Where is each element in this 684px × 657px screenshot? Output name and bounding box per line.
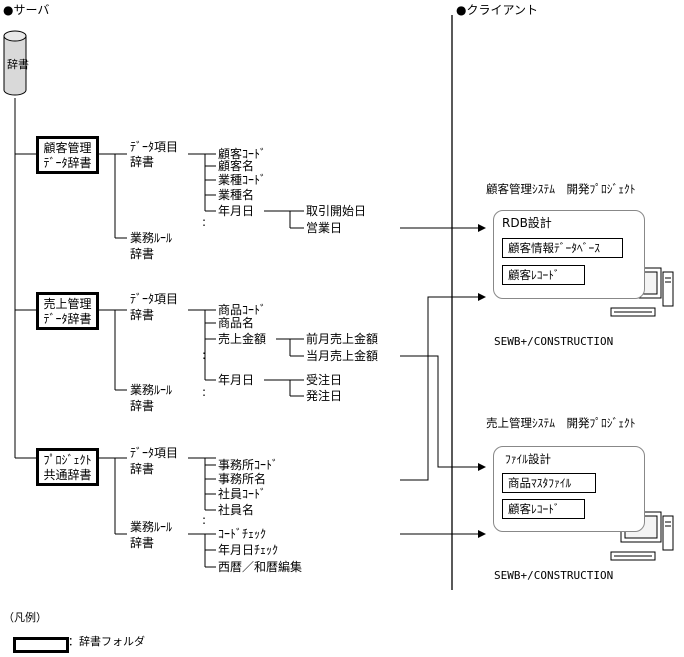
data-item: 業種ｺｰﾄﾞ [218,173,267,187]
data-item: 事務所名 [218,472,267,486]
data-item: 事務所ｺｰﾄﾞ [218,458,279,472]
data-item: 業種名 [218,188,255,202]
data-item: 顧客ｺｰﾄﾞ [218,147,267,161]
folder-label: ﾌﾟﾛｼﾞｪｸﾄ [43,453,92,467]
sub-item: 取引開始日 [306,204,367,218]
ellipsis: : [202,215,207,229]
ellipsis: : [202,513,207,527]
tool-label: SEWB+/CONSTRUCTION [494,569,614,582]
design-item-box[interactable]: 商品ﾏｽﾀﾌｧｲﾙ [502,473,596,493]
data-item: 社員ｺｰﾄﾞ [218,487,267,501]
business-rule-dictionary-label: 業務ﾙｰﾙ [130,383,173,397]
folder-label: 売上管理 [43,297,92,311]
data-item: 社員名 [218,503,255,517]
tool-label: SEWB+/CONSTRUCTION [494,335,614,348]
design-item-box[interactable]: 顧客ﾚｺｰﾄﾞ [502,499,585,519]
sub-item: 受注日 [306,373,343,387]
project-title: 顧客管理ｼｽﾃﾑ 開発ﾌﾟﾛｼﾞｪｸﾄ [486,182,636,196]
database-label: 辞書 [7,58,29,71]
dictionary-folder[interactable]: 売上管理 ﾃﾞｰﾀ辞書 [36,292,99,330]
data-item-dictionary-label: ﾃﾞｰﾀ項目 [130,292,179,306]
dictionary-folder[interactable]: ﾌﾟﾛｼﾞｪｸﾄ 共通辞書 [36,448,99,486]
data-item: 商品ｺｰﾄﾞ [218,303,267,317]
data-item: 顧客名 [218,159,255,173]
business-rule-dictionary-label: 業務ﾙｰﾙ [130,520,173,534]
folder-label: 共通辞書 [43,468,92,482]
data-item-dictionary-label: ﾃﾞｰﾀ項目 [130,140,179,154]
data-item: 年月日 [218,204,255,218]
design-item-box[interactable]: 顧客情報ﾃﾞｰﾀﾍﾞｰｽ [502,238,623,258]
design-title: ﾌｧｲﾙ設計 [505,452,551,466]
client-heading: ●クライアント [456,3,538,17]
server-heading: ●サーバ [3,3,50,17]
business-rule-dictionary-label: 業務ﾙｰﾙ [130,231,173,245]
ellipsis: : [202,348,207,362]
data-item: 年月日 [218,373,255,387]
dictionary-folder[interactable]: 顧客管理 ﾃﾞｰﾀ辞書 [36,136,99,174]
business-rule-dictionary-label: 辞書 [130,536,155,550]
rule-item: ｺｰﾄﾞﾁｪｯｸ [218,527,267,541]
sub-item: 前月売上金額 [306,332,379,346]
data-item-dictionary-label: 辞書 [130,462,155,476]
rule-item: 西暦／和暦編集 [218,560,303,574]
folder-label: ﾃﾞｰﾀ辞書 [43,156,92,170]
legend-folder-swatch [13,637,69,653]
sub-item: 営業日 [306,221,343,235]
design-item-box[interactable]: 顧客ﾚｺｰﾄﾞ [502,265,585,285]
business-rule-dictionary-label: 辞書 [130,247,155,261]
data-item: 売上金額 [218,332,267,346]
legend-folder-label: ：辞書フォルダ [68,635,145,648]
ellipsis: : [202,385,207,399]
project-title: 売上管理ｼｽﾃﾑ 開発ﾌﾟﾛｼﾞｪｸﾄ [486,416,636,430]
folder-label: 顧客管理 [43,141,92,155]
legend-title: （凡例） [3,611,47,624]
data-item-dictionary-label: 辞書 [130,308,155,322]
data-item-dictionary-label: 辞書 [130,155,155,169]
business-rule-dictionary-label: 辞書 [130,399,155,413]
rule-item: 年月日ﾁｪｯｸ [218,543,279,557]
database-icon [3,30,27,96]
folder-label: ﾃﾞｰﾀ辞書 [43,312,92,326]
sub-item: 発注日 [306,389,343,403]
data-item-dictionary-label: ﾃﾞｰﾀ項目 [130,446,179,460]
design-title: RDB設計 [502,216,552,230]
data-item: 商品名 [218,316,255,330]
sub-item: 当月売上金額 [306,349,379,363]
